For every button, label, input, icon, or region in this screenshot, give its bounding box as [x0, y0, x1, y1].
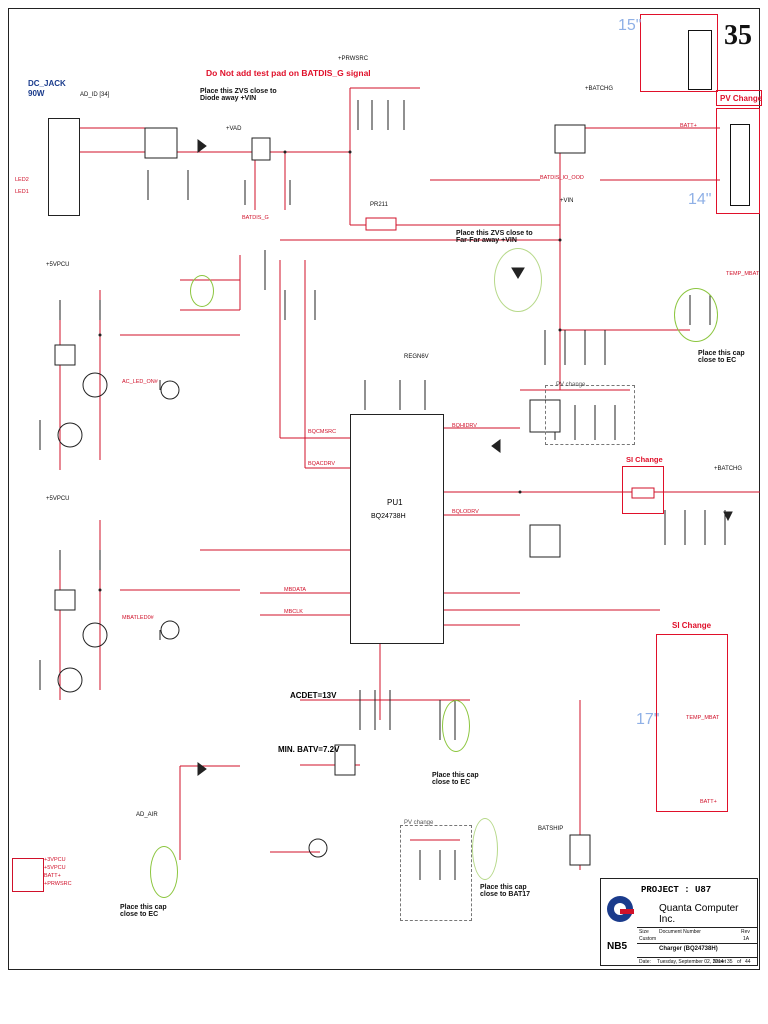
date-value: Tuesday, September 02, 2014 — [657, 959, 724, 965]
size-value: Custom — [639, 936, 657, 942]
net-acdrv: BQACDRV — [308, 461, 336, 467]
sheet-label: Sheet — [713, 959, 727, 965]
test-pad-warning: Do Not add test pad on BATDIS_G signal — [206, 68, 371, 78]
pv-change-box-2 — [400, 825, 472, 921]
cap-ec-callout-right — [674, 288, 718, 342]
net-prwsrc: +PRWSRC — [338, 56, 369, 62]
legend-net-1: +5VPCU — [44, 865, 66, 871]
company-name: Quanta Computer Inc. — [659, 903, 739, 925]
legend-net-3: +PRWSRC — [44, 881, 72, 887]
quanta-logo-icon — [607, 896, 634, 922]
net-lodrv: BQLODRV — [452, 509, 479, 515]
pv-change-tag-1: PV change — [556, 382, 586, 388]
net-mbdata: MBDATA — [284, 587, 307, 593]
zvs-callout — [494, 248, 542, 312]
net-hidrv: BQHIDRV — [452, 423, 477, 429]
net-temp-mbat: TEMP_MBAT — [726, 271, 760, 277]
net-5vpcu-a: +5VPCU — [46, 262, 70, 268]
net-batchg-right: +BATCHG — [714, 466, 743, 472]
bat14-connector — [730, 124, 750, 206]
note-zvs-far: Place this ZVS close to Far-Far away +VI… — [456, 230, 533, 244]
ic-part: BQ24738H — [371, 513, 406, 520]
pv-change-tag-2: PV change — [404, 820, 434, 826]
cap-ec-callout-mid — [442, 700, 470, 752]
size-17: 17" — [636, 711, 660, 728]
note-cap-bat17: Place this cap close to BAT17 — [480, 884, 531, 898]
project-name: PROJECT : U87 — [641, 885, 712, 895]
pv-14-box — [716, 108, 760, 214]
net-batchg-top: +BATCHG — [585, 86, 614, 92]
net-batt-bat17: BATT+ — [700, 799, 717, 805]
date-label: Date: — [639, 959, 651, 965]
charger-ic-pu1: PU1 BQ24738H — [350, 414, 444, 644]
net-regn: REGN6V — [404, 354, 429, 360]
acdet-label: ACDET=13V — [290, 691, 337, 700]
pv-15-box — [640, 14, 718, 92]
net-legend — [12, 858, 44, 892]
dc-jack-watts: 90W — [28, 89, 45, 98]
title-row-3 — [637, 957, 757, 958]
note-cap-ec-right: Place this cap close to EC — [698, 350, 745, 364]
pv-change-box-1 — [545, 385, 635, 445]
pv-change-label: PV Change — [720, 94, 763, 103]
title-row-1 — [637, 927, 757, 928]
net-batt-top: BATT+ — [680, 123, 697, 129]
of-label: of — [737, 959, 742, 965]
net-vad: +VAD — [226, 126, 242, 132]
ic-name: PU1 — [387, 498, 403, 507]
net-vin: +VIN — [560, 198, 574, 204]
rev-value: 1A — [743, 936, 750, 942]
dc-jack-connector — [48, 118, 80, 216]
title-block: NB5 PROJECT : U87 Quanta Computer Inc. S… — [600, 878, 758, 966]
note-cap-ec-left: Place this cap close to EC — [120, 904, 167, 918]
sheet-number: 35 — [724, 20, 752, 51]
si-change-label-1: SI Change — [626, 455, 663, 464]
net-led1: LED1 — [15, 189, 29, 195]
note-zvs-vin: Place this ZVS close to Diode away +VIN — [200, 88, 277, 102]
title-row-2 — [637, 943, 757, 944]
cap-bat17-callout — [472, 818, 498, 880]
bat17-connector — [656, 634, 728, 812]
dc-jack-title: DC_JACK — [28, 79, 66, 88]
si-change-label-2: SI Change — [672, 621, 712, 630]
doc-number-label: Document Number — [659, 929, 701, 935]
nb5-logo-text: NB5 — [607, 941, 628, 952]
net-ad-id: AD_ID [34] — [80, 92, 110, 98]
sheet-value: 35 — [727, 959, 733, 965]
net-batship: BATSHIP — [538, 826, 564, 832]
sheet-border — [8, 8, 760, 970]
net-batdis-io: BATDIS_IO_OOD — [540, 175, 584, 181]
net-mbclk: MBCLK — [284, 609, 303, 615]
note-cap-ec-mid: Place this cap close to EC — [432, 772, 479, 786]
pv-change-label-box — [716, 90, 762, 106]
pq58-callout — [190, 275, 214, 307]
doc-title: Charger (BQ24738H) — [659, 946, 718, 952]
legend-net-2: BATT+ — [44, 873, 61, 879]
net-acsrc: BQCMSRC — [308, 429, 337, 435]
net-ac-led: AC_LED_ON# — [122, 379, 158, 385]
legend-net-0: +3VPCU — [44, 857, 66, 863]
net-5vpcu-b: +5VPCU — [46, 496, 70, 502]
cap-ec-callout-left — [150, 846, 178, 898]
min-batt-label: MIN. BATV=7.2V — [278, 745, 340, 754]
net-ad-air: AD_AIR — [136, 812, 158, 818]
pr211-label: PR211 — [370, 202, 388, 208]
net-led2: LED2 — [15, 177, 29, 183]
net-mbatled: MBATLED0# — [122, 615, 154, 621]
size-label: Size — [639, 929, 649, 935]
net-batdis-g: BATDIS_G — [242, 215, 269, 221]
rev-label: Rev — [741, 929, 750, 935]
of-value: 44 — [745, 959, 751, 965]
size-15: 15" — [618, 17, 642, 34]
si-change-box-1 — [622, 466, 664, 514]
bat15-connector — [688, 30, 712, 90]
size-14: 14" — [688, 191, 712, 208]
net-temp-mbat-bat17: TEMP_MBAT — [686, 715, 720, 721]
